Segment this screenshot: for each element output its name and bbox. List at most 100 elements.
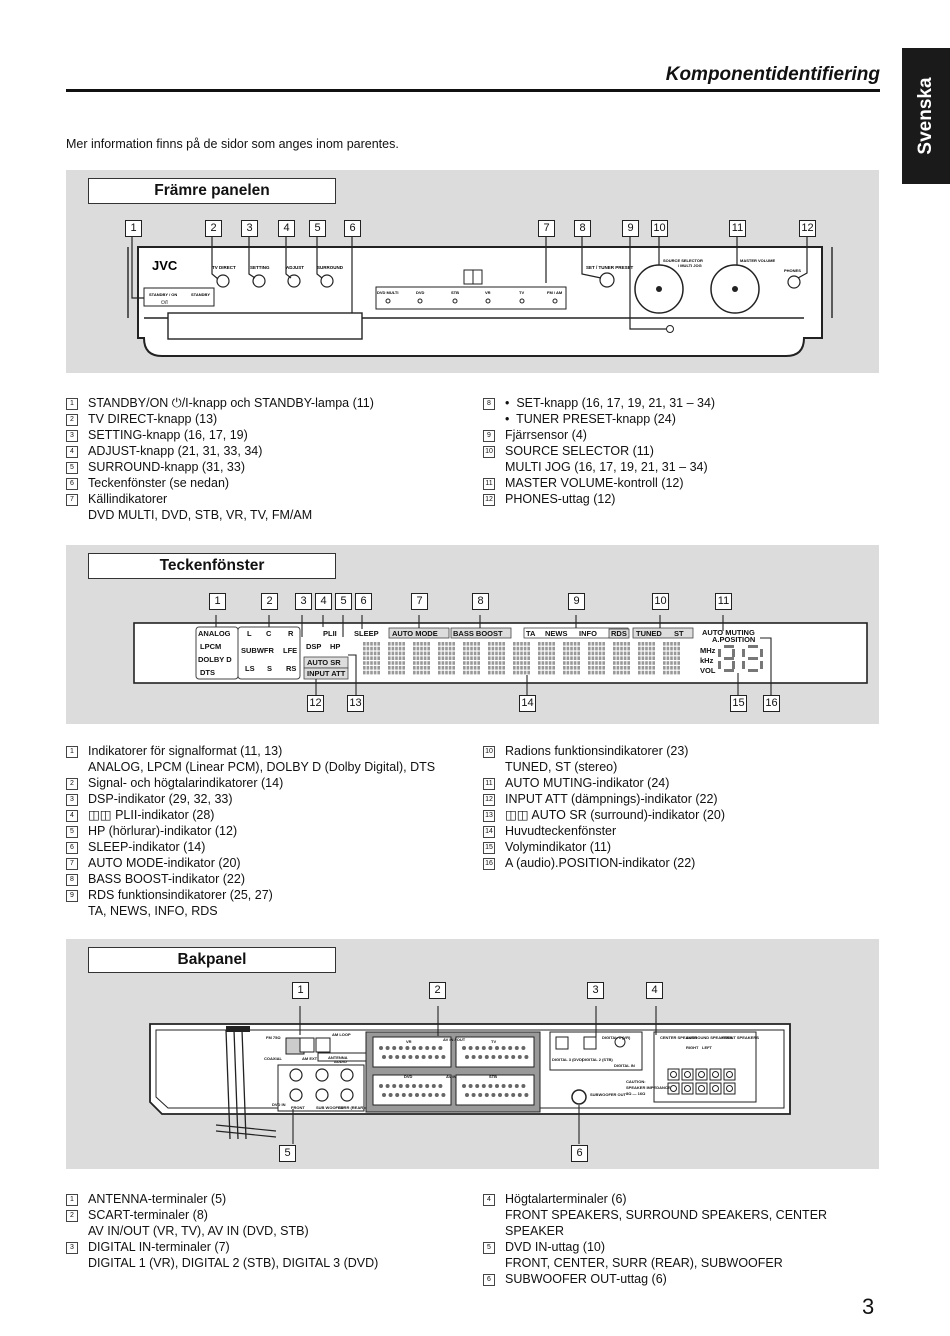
matrix-dot bbox=[363, 670, 366, 675]
matrix-dot bbox=[477, 670, 480, 675]
legend-item: DIGITAL 1 (VR), DIGITAL 2 (STB), DIGITAL… bbox=[66, 1255, 378, 1271]
device-label: STANDBY bbox=[191, 292, 210, 297]
matrix-dot bbox=[523, 661, 527, 665]
matrix-dot bbox=[370, 651, 373, 656]
matrix-dot bbox=[573, 646, 577, 651]
matrix-dot bbox=[377, 656, 380, 660]
matrix-dot bbox=[623, 656, 627, 660]
legend-number: 14 bbox=[483, 826, 495, 838]
matrix-dot bbox=[398, 642, 402, 646]
callout-box: 11 bbox=[715, 593, 732, 610]
matrix-dot bbox=[395, 642, 398, 646]
matrix-dot bbox=[441, 666, 445, 670]
matrix-dot bbox=[498, 666, 502, 670]
legend-text: A (audio).POSITION-indikator (22) bbox=[505, 856, 696, 870]
matrix-dot bbox=[402, 661, 405, 665]
speaker-terminal-screw bbox=[670, 1085, 677, 1092]
matrix-dot bbox=[652, 666, 655, 670]
callout-box: 8 bbox=[472, 593, 489, 610]
matrix-dot bbox=[623, 670, 627, 675]
callout-box: 3 bbox=[241, 220, 258, 237]
matrix-dot bbox=[598, 661, 602, 665]
matrix-dot bbox=[538, 670, 541, 675]
segment bbox=[718, 661, 721, 669]
scart-pin bbox=[514, 1046, 519, 1050]
matrix-dot bbox=[520, 670, 523, 675]
legend-item: 4◫◫ PLII-indikator (28) bbox=[66, 807, 435, 823]
matrix-dot bbox=[420, 651, 423, 656]
display-label: DOLBY D bbox=[198, 655, 232, 664]
matrix-dot bbox=[623, 666, 627, 670]
matrix-dot bbox=[373, 651, 377, 656]
matrix-dot bbox=[598, 666, 602, 670]
callout-box: 7 bbox=[538, 220, 555, 237]
matrix-dot bbox=[523, 656, 527, 660]
matrix-dot bbox=[673, 651, 677, 656]
scart-pin bbox=[495, 1084, 499, 1088]
device-label: TV bbox=[519, 290, 524, 295]
matrix-dot bbox=[527, 670, 530, 675]
device-label: SET / TUNER PRESET bbox=[586, 265, 634, 270]
matrix-dot bbox=[563, 670, 566, 675]
matrix-dot bbox=[416, 642, 420, 646]
matrix-dot bbox=[670, 656, 673, 660]
matrix-dot bbox=[502, 670, 505, 675]
speaker-terminal bbox=[709, 1082, 722, 1095]
matrix-dot bbox=[452, 656, 455, 660]
display-label: DSP bbox=[306, 642, 321, 651]
scart-pin bbox=[521, 1046, 526, 1050]
matrix-dot bbox=[477, 651, 480, 656]
matrix-dot bbox=[366, 666, 370, 670]
matrix-dot bbox=[470, 661, 473, 665]
matrix-dot bbox=[470, 670, 473, 675]
matrix-dot bbox=[438, 651, 441, 656]
matrix-dot bbox=[538, 642, 541, 646]
matrix-dot bbox=[591, 670, 595, 675]
matrix-dot bbox=[420, 670, 423, 675]
matrix-dot bbox=[527, 651, 530, 656]
matrix-dot bbox=[473, 651, 477, 656]
matrix-dot bbox=[520, 656, 523, 660]
legend-text: Källindikatorer bbox=[88, 492, 168, 506]
scart-pin bbox=[517, 1093, 522, 1097]
scart-pin bbox=[415, 1093, 419, 1097]
matrix-dot bbox=[470, 651, 473, 656]
legend-text: INPUT ATT (dämpnings)-indikator (22) bbox=[505, 792, 718, 806]
matrix-dot bbox=[641, 651, 645, 656]
speaker-terminal bbox=[709, 1068, 722, 1081]
legend-number: 15 bbox=[483, 842, 495, 854]
device-label: DVD MULTI bbox=[377, 290, 398, 295]
display-label: A.POSITION bbox=[712, 635, 755, 644]
callout-box: 4 bbox=[278, 220, 295, 237]
matrix-dot bbox=[591, 651, 595, 656]
rear-label: LEFT bbox=[702, 1045, 713, 1050]
matrix-dot bbox=[613, 670, 616, 675]
display-label: AUTO SR bbox=[307, 658, 341, 667]
speaker-terminal bbox=[723, 1068, 736, 1081]
matrix-dot bbox=[416, 670, 420, 675]
matrix-dot bbox=[366, 642, 370, 646]
scart-pin bbox=[405, 1084, 410, 1088]
rear-label: STB bbox=[489, 1074, 497, 1079]
matrix-dot bbox=[513, 656, 516, 660]
matrix-dot bbox=[420, 646, 423, 651]
legend-text: Fjärrsensor (4) bbox=[505, 428, 587, 442]
matrix-dot bbox=[402, 642, 405, 646]
rear-label: CENTER SPEAKER bbox=[660, 1035, 697, 1040]
matrix-dot bbox=[598, 670, 602, 675]
matrix-dot bbox=[438, 670, 441, 675]
legend-number: 12 bbox=[483, 794, 495, 806]
matrix-dot bbox=[491, 661, 495, 665]
matrix-dot bbox=[395, 661, 398, 665]
matrix-dot bbox=[588, 670, 591, 675]
speaker-terminal bbox=[667, 1082, 680, 1095]
matrix-dot bbox=[370, 642, 373, 646]
legend-number: 11 bbox=[483, 478, 495, 490]
language-tab: Svenska bbox=[902, 48, 950, 184]
